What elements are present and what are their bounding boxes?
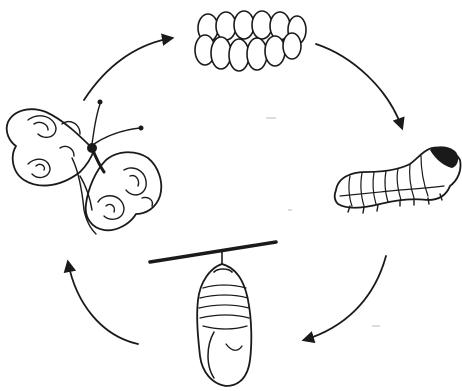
egg-cluster-icon [195, 11, 306, 71]
arrow-larva-to-pupa [304, 256, 386, 340]
chrysalis-icon [150, 242, 276, 386]
arrow-egg-to-larva [316, 44, 402, 128]
arrow-pupa-to-adult [68, 262, 138, 344]
butterfly-icon [7, 100, 162, 235]
arrow-adult-to-egg [84, 38, 172, 100]
paper-speckles [266, 118, 380, 326]
caterpillar-icon [335, 146, 461, 213]
cycle-arrows [68, 38, 402, 344]
